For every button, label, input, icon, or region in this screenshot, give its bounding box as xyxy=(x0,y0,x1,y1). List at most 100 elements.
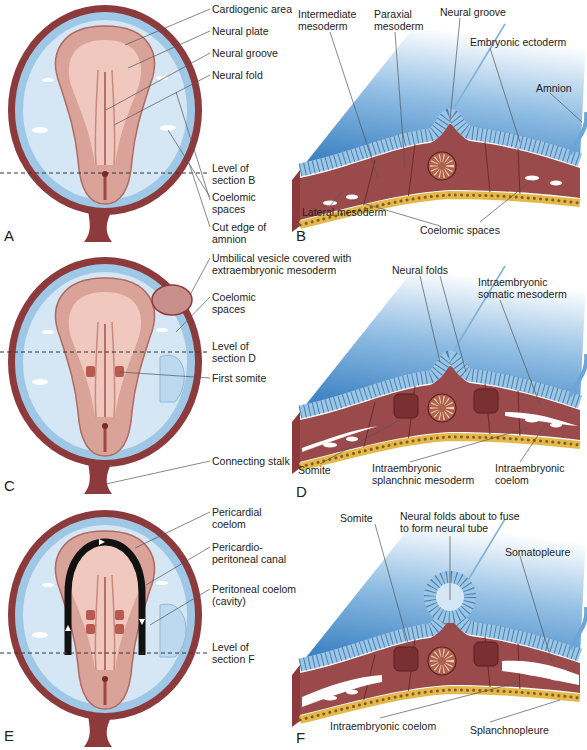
structure-label: Intraembryonic coelom xyxy=(330,720,480,732)
illustration-part xyxy=(395,32,405,168)
illustration-part xyxy=(450,536,451,600)
illustration-part xyxy=(176,92,210,200)
structure-label: Somite xyxy=(340,512,400,524)
illustration-part xyxy=(500,300,540,405)
section-d-details xyxy=(302,389,578,452)
structure-label: Cardiogenic area xyxy=(212,3,292,15)
structure-label: Intraembryonic splanchnic mesoderm xyxy=(372,462,482,486)
intraembryonic-coelom xyxy=(505,412,578,426)
illustration-part xyxy=(106,53,210,110)
illustration-part xyxy=(146,547,210,585)
leader-lines xyxy=(106,9,582,722)
structure-label: Neural folds about to fuse to form neura… xyxy=(400,510,530,534)
illustration-part xyxy=(330,32,378,178)
somite xyxy=(394,394,418,418)
structure-label: Somite xyxy=(298,464,358,476)
illustration-part xyxy=(176,297,210,332)
illustration-part xyxy=(410,428,528,462)
embryo-view-e xyxy=(8,510,202,747)
somite xyxy=(115,624,124,634)
view-e-details xyxy=(0,539,210,657)
section-level-line xyxy=(0,173,210,174)
structure-label: Umbilical vesicle covered with extraembr… xyxy=(212,252,422,276)
structure-label: Pericardial coelom xyxy=(212,506,284,530)
illustration-part xyxy=(420,276,440,362)
structure-label: Amnion xyxy=(536,82,586,94)
structure-label: Intraembryonic somatic mesoderm xyxy=(478,276,583,300)
structure-label: Pericardio-peritoneal canal xyxy=(212,541,307,565)
structure-label: Splanchnopleure xyxy=(470,724,580,736)
structure-label: Neural fold xyxy=(212,69,292,81)
somite xyxy=(115,610,124,620)
section-f-details xyxy=(302,577,579,707)
illustration-part xyxy=(150,589,210,625)
somite xyxy=(86,610,95,620)
illustration-part xyxy=(190,258,210,295)
structure-label: Embryonic ectoderm xyxy=(470,36,580,48)
structure-label: Neural folds xyxy=(392,264,492,276)
illustration-part xyxy=(375,524,410,650)
intraembryonic-coelom xyxy=(502,661,579,685)
panel-letter: B xyxy=(296,228,316,244)
cut-amnion xyxy=(160,355,184,402)
flow-arrow xyxy=(65,539,145,631)
illustration-part xyxy=(490,48,520,142)
structure-label: Level of section F xyxy=(212,641,274,665)
structure-label: First somite xyxy=(212,372,292,384)
structure-label: Peritoneal coelom (cavity) xyxy=(212,583,307,607)
somite xyxy=(474,389,498,413)
umbilical-vesicle xyxy=(152,285,192,315)
somite xyxy=(115,366,124,377)
structure-label: Coelomic spaces xyxy=(420,224,540,236)
panel-letter: D xyxy=(296,484,316,500)
structure-label: Paraxial mesoderm xyxy=(374,8,434,32)
pericardial-coelom xyxy=(68,542,142,655)
illustration-part xyxy=(320,420,400,464)
somite xyxy=(474,642,498,666)
illustration-part xyxy=(106,461,210,484)
structure-label: Neural groove xyxy=(440,6,550,18)
illustration-part xyxy=(128,31,210,68)
illustration-part xyxy=(380,682,520,718)
intraembryonic-coelom xyxy=(302,675,382,707)
structure-label: Connecting stalk xyxy=(212,455,312,467)
panel-letter: F xyxy=(296,730,316,746)
illustration-part xyxy=(440,276,466,372)
illustration-part xyxy=(120,372,210,378)
structure-label: Cut edge of amnion xyxy=(212,221,274,245)
illustration-part xyxy=(450,18,460,120)
section-d xyxy=(292,262,587,474)
illustration-part xyxy=(520,556,552,662)
structure-label: Coelomic spaces xyxy=(212,291,274,315)
section-level-line xyxy=(0,653,210,654)
structure-label: Neural groove xyxy=(212,47,292,59)
cut-amnion xyxy=(160,604,186,657)
illustration-part xyxy=(330,192,342,206)
embryo-view-a xyxy=(8,5,202,242)
structure-label: Level of section D xyxy=(212,340,274,364)
illustration-part xyxy=(550,93,582,122)
illustration-part xyxy=(520,425,545,462)
structure-label: Level of section B xyxy=(212,162,274,186)
intraembryonic-coelom xyxy=(302,426,378,452)
structure-label: Coelomic spaces xyxy=(212,191,274,215)
panel-letter: A xyxy=(4,228,24,244)
panel-letter: E xyxy=(4,728,24,744)
somite xyxy=(86,624,95,634)
illustration-part xyxy=(125,9,210,45)
illustration-part xyxy=(490,700,560,722)
structure-label: Intermediate mesoderm xyxy=(298,8,368,32)
somite xyxy=(86,366,95,377)
illustration-part xyxy=(188,160,210,227)
structure-label: Lateral mesoderm xyxy=(302,206,412,218)
section-f xyxy=(292,515,587,727)
section-b xyxy=(292,20,587,232)
structure-label: Neural plate xyxy=(212,25,292,37)
structure-label: Intraembryonic coelom xyxy=(495,462,583,486)
view-c-details xyxy=(0,285,210,402)
section-level-line xyxy=(0,352,210,353)
panel-letter: C xyxy=(4,478,24,494)
